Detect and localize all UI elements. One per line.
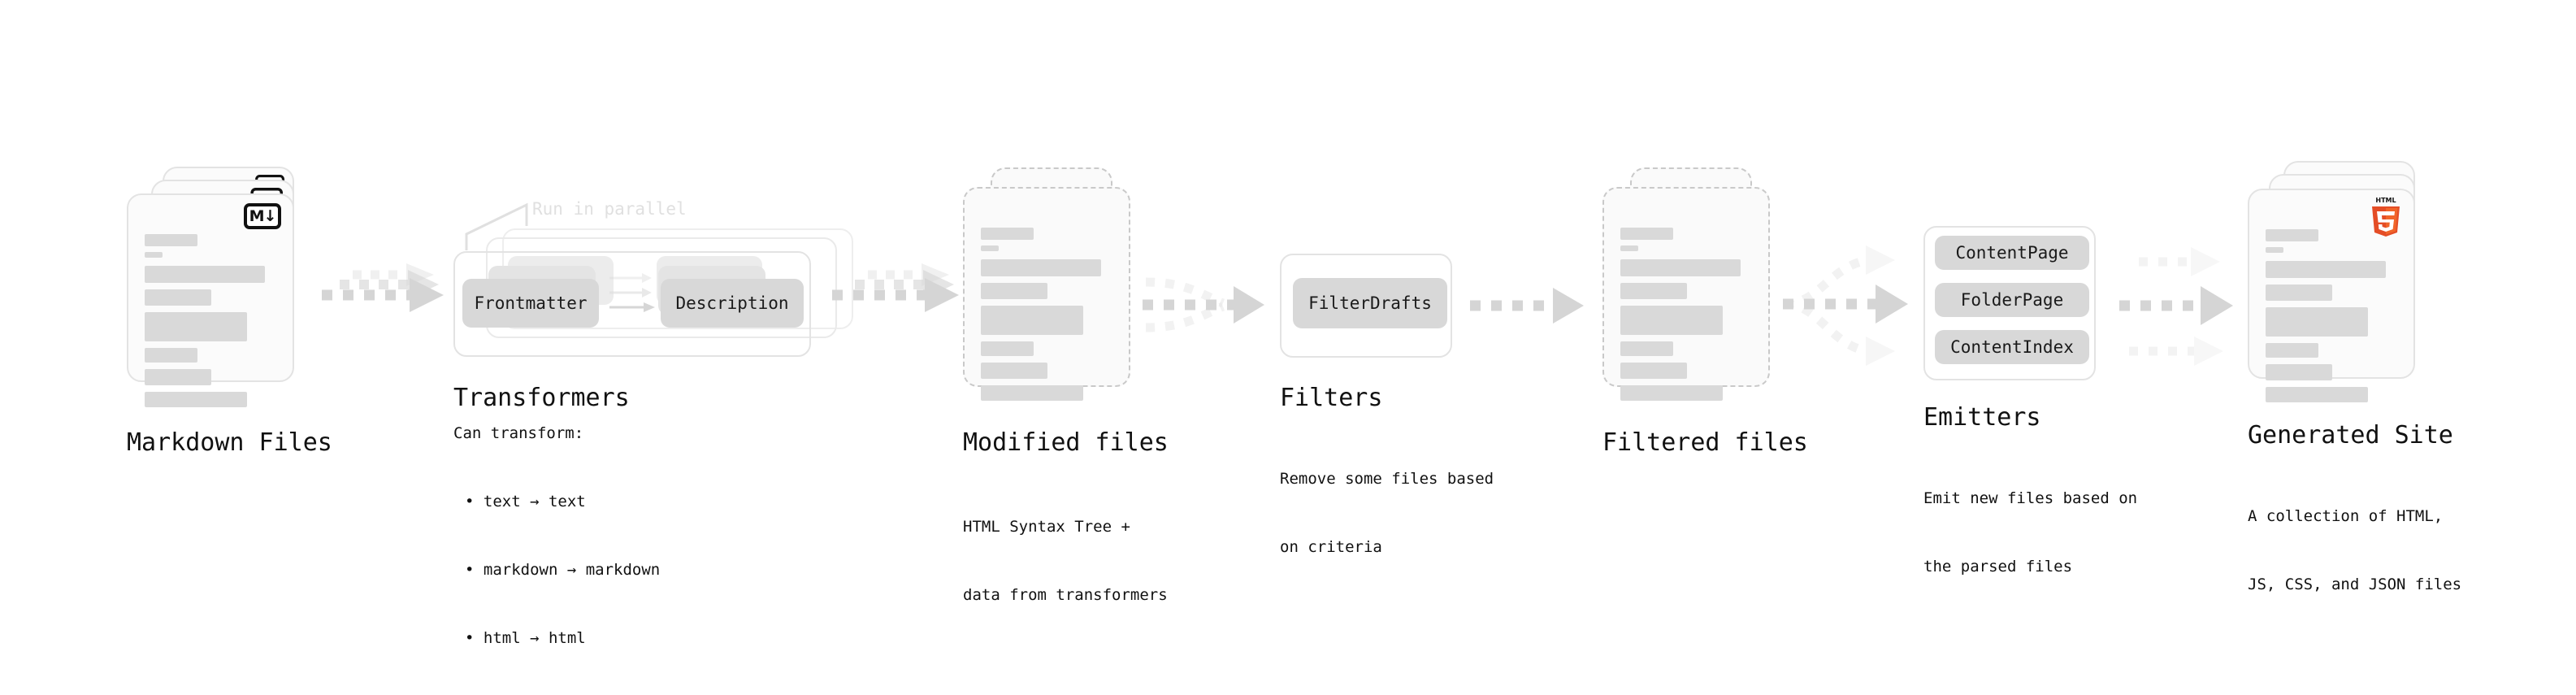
modified-files-stack [963,167,1150,401]
generated-site-desc-line1: A collection of HTML, [2248,507,2444,525]
markdown-files-stack: M↓ M↓ M↓ [127,167,314,407]
markdown-file-content-lines [145,234,270,407]
generated-site-title: Generated Site [2248,421,2453,450]
emitters-pill-folderpage[interactable]: FolderPage [1935,283,2089,317]
svg-text:HTML: HTML [2375,197,2396,204]
modified-file-content-lines [981,228,1106,401]
transformer-pill-frontmatter[interactable]: Frontmatter [462,279,599,328]
transformer-inner-arrows [609,273,655,312]
transform-item-text: • text → text [465,493,586,510]
transform-item-markdown: • markdown → markdown [465,561,661,579]
transformer-box-front [453,251,811,357]
transformers-title: Transformers [453,384,630,412]
emitters-pill-contentpage[interactable]: ContentPage [1935,236,2089,270]
emitters-title: Emitters [1923,403,2041,432]
transformers-description-items: • text → text • markdown → markdown • ht… [465,445,660,695]
run-in-parallel-bracket [465,202,528,250]
filters-desc-line2: on criteria [1280,538,1382,556]
generated-site-desc-line2: JS, CSS, and JSON files [2248,576,2462,593]
modified-file-card-front [963,187,1130,401]
emitters-pill-contentindex[interactable]: ContentIndex [1935,330,2089,364]
emitters-description: Emit new files based on the parsed files [1923,441,2137,623]
html5-icon: HTML [2368,195,2404,237]
modified-files-desc-line1: HTML Syntax Tree + [963,518,1130,536]
modified-files-description: HTML Syntax Tree + data from transformer… [963,470,1168,652]
generated-site-stack: CSS HTML [2248,161,2451,402]
filters-pill-filterdrafts[interactable]: FilterDrafts [1293,278,1447,328]
site-file-content-lines [2266,229,2391,402]
arrow-modified-to-filters [1143,277,1264,332]
filtered-files-title: Filtered files [1602,428,1808,457]
emitters-desc-line1: Emit new files based on [1923,489,2138,507]
filters-title: Filters [1280,384,1383,412]
arrow-filters-to-filtered [1470,288,1584,324]
markdown-badge-front: M↓ [244,203,281,229]
generated-site-description: A collection of HTML, JS, CSS, and JSON … [2248,459,2461,641]
filtered-file-content-lines [1620,228,1746,401]
filtered-files-stack [1602,167,1789,401]
markdown-file-card-front: M↓ [127,193,294,407]
markdown-files-title: Markdown Files [127,428,332,457]
filters-description: Remove some files based on criteria [1280,422,1494,604]
transform-item-html: • html → html [465,629,586,647]
site-file-card-html: HTML [2248,189,2415,402]
arrow-markdown-to-transformers [322,263,444,312]
transformer-pill-description[interactable]: Description [661,279,804,328]
arrow-transformers-to-modified [832,263,959,312]
modified-files-desc-line2: data from transformers [963,586,1168,604]
run-in-parallel-note: Run in parallel [532,199,687,219]
filtered-file-card-front [1602,187,1770,401]
emitters-desc-line2: the parsed files [1923,558,2073,576]
modified-files-title: Modified files [963,428,1169,457]
transformers-description-lead: Can transform: [453,424,584,442]
filters-desc-line1: Remove some files based [1280,470,1494,488]
arrow-emitters-to-site [2119,247,2233,366]
pipeline-diagram: M↓ M↓ M↓ Markdown Files [127,161,2461,652]
arrow-filtered-to-emitters [1783,245,1908,366]
